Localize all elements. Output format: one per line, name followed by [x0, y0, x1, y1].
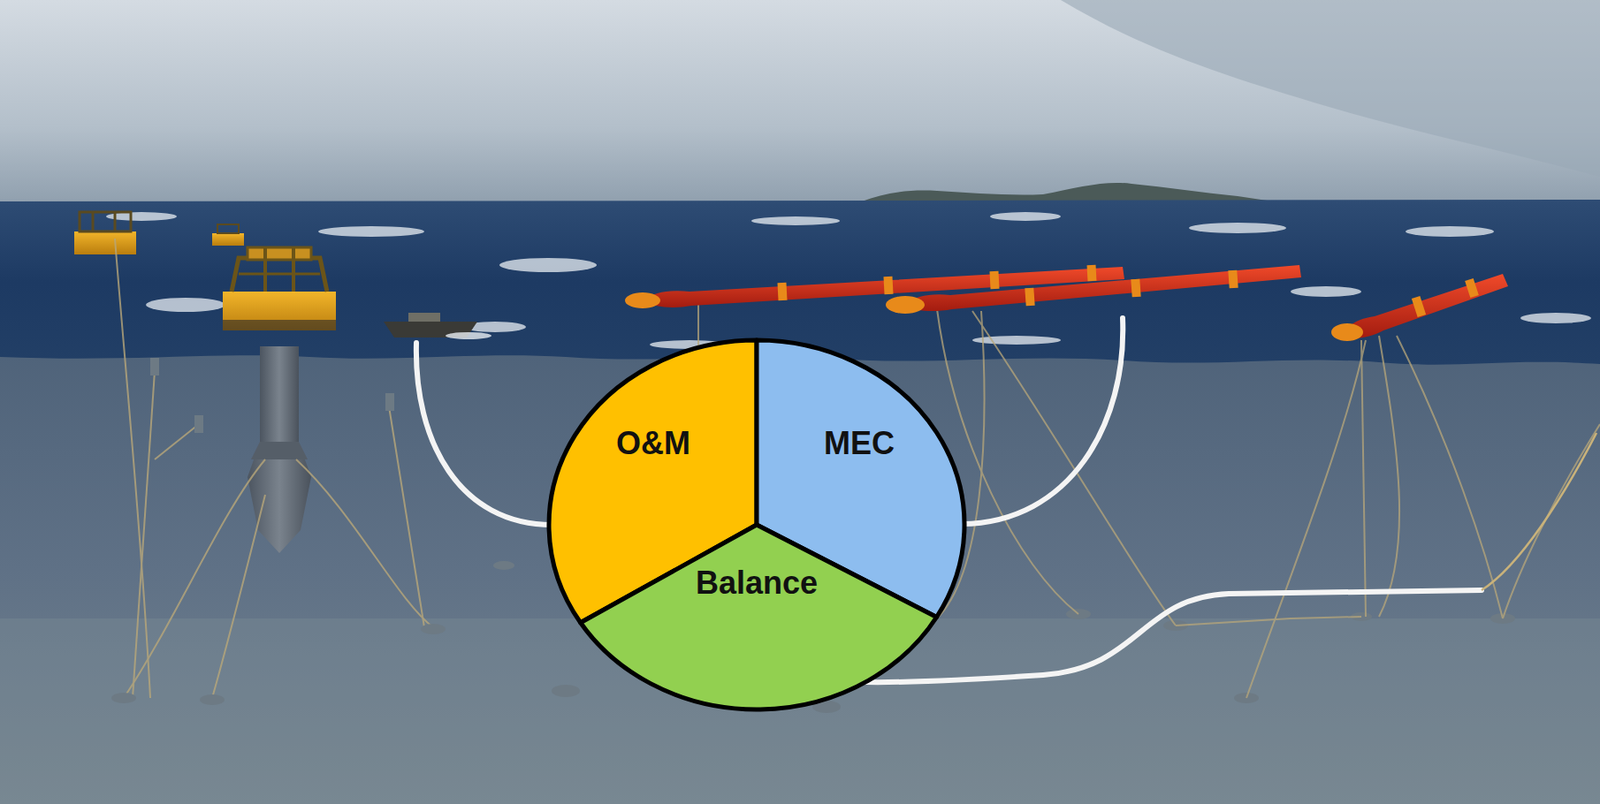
- segment-shape: [548, 340, 965, 710]
- segment-label: Balance: [695, 564, 818, 602]
- segment-label: O&M: [616, 425, 691, 462]
- pie-segment: Balance: [548, 340, 965, 710]
- segment-label: MEC: [823, 425, 895, 462]
- segment-wedge: [580, 525, 938, 710]
